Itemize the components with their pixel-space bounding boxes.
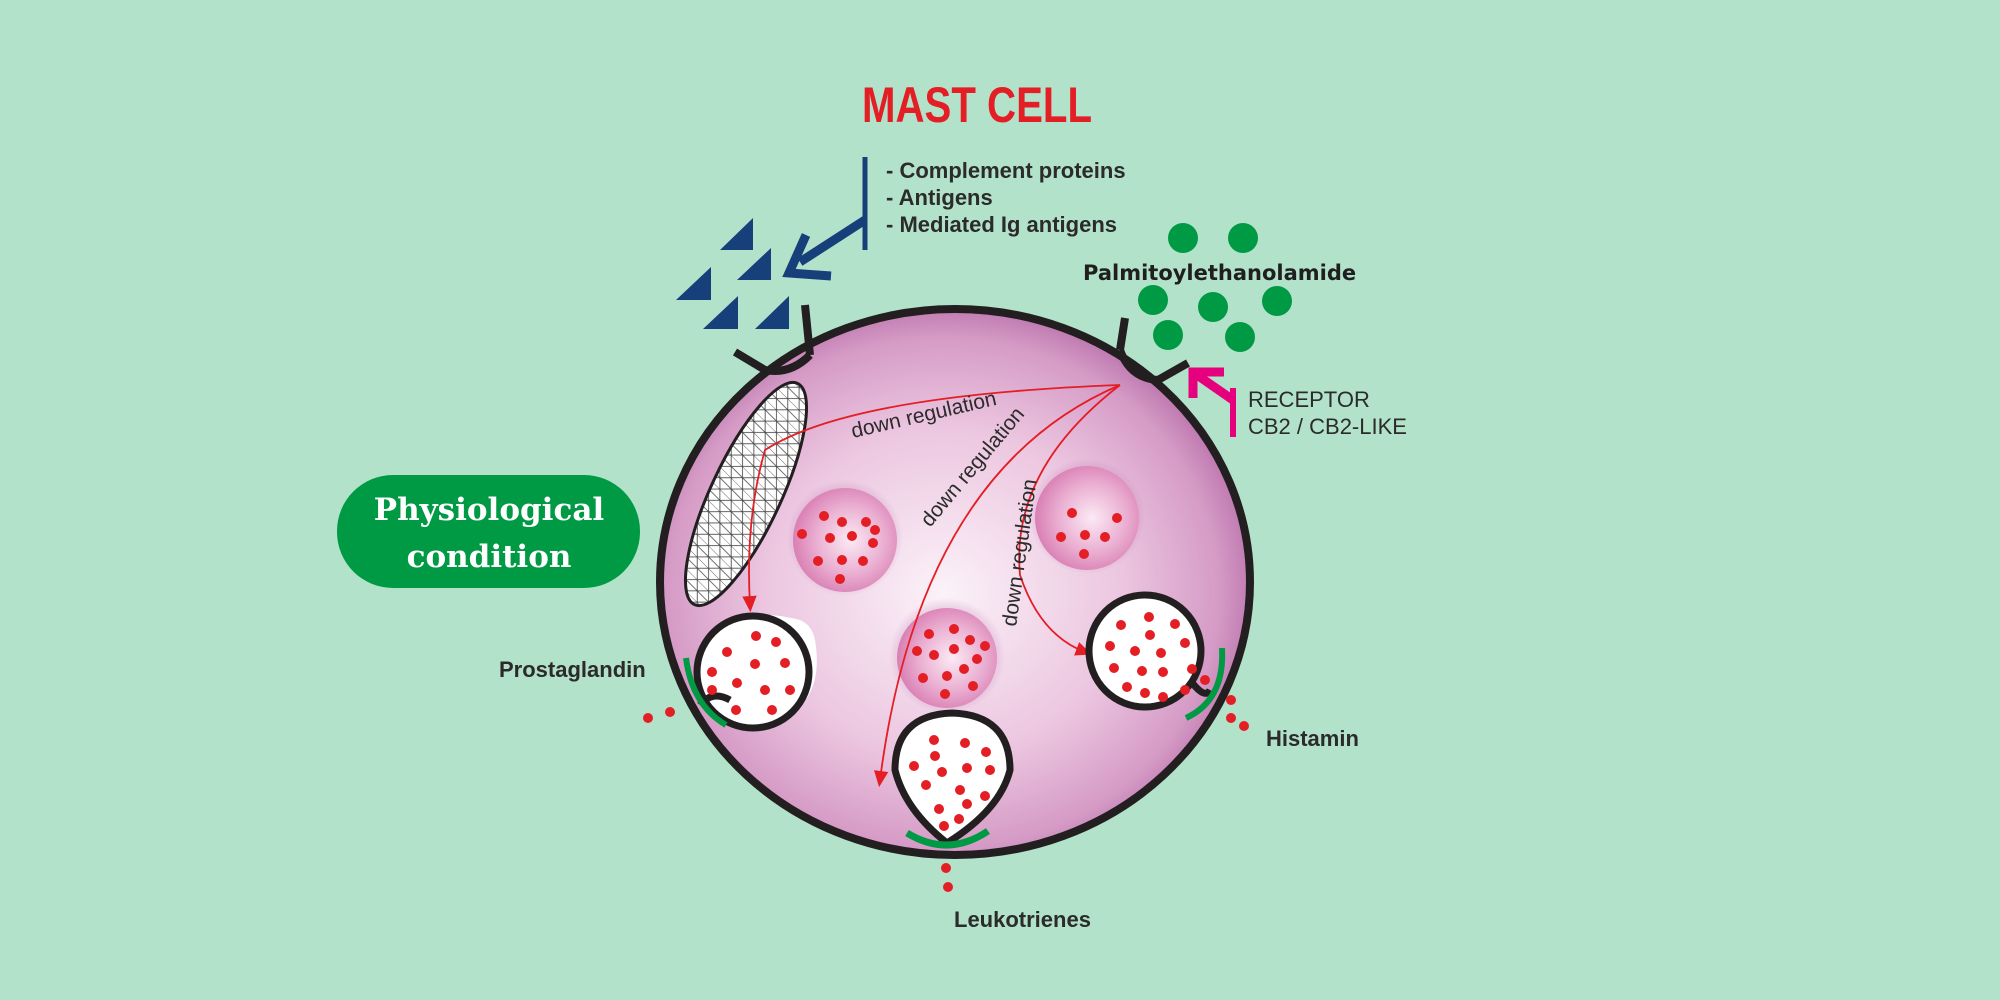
mediator-label-leukotrienes: Leukotrienes — [954, 907, 1091, 932]
receptor-left-icon — [732, 304, 814, 375]
mediator-label-prostaglandin: Prostaglandin — [499, 657, 646, 682]
mast-cell-membrane — [656, 305, 1254, 859]
vesicle-histamin — [1085, 591, 1249, 731]
vesicle-prostaglandin — [643, 612, 817, 732]
fusion-pore-icon — [683, 657, 728, 728]
diagram-title: MAST CELL — [862, 77, 1092, 133]
pea-label: Palmitoylethanolamide — [1083, 261, 1356, 285]
trigger-item: - Antigens — [886, 185, 993, 210]
down-regulation-arrows — [742, 384, 1121, 788]
granule — [889, 598, 1005, 714]
trigger-item: - Mediated Ig antigens — [886, 212, 1117, 237]
trigger-list: - Complement proteins - Antigens - Media… — [886, 158, 1126, 237]
receptor-label-line2: CB2 / CB2-LIKE — [1248, 414, 1407, 439]
fusion-pore-icon — [905, 828, 990, 849]
fusion-pore-icon — [1184, 647, 1226, 721]
receptor-cb2-icon — [1116, 317, 1190, 384]
pea-molecules-icon — [1138, 223, 1292, 352]
physiological-condition-badge: Physiological condition — [337, 475, 640, 588]
svg-text:Physiological: Physiological — [374, 492, 604, 528]
vesicle-leukotrienes — [891, 709, 1014, 892]
trigger-item: - Complement proteins — [886, 158, 1126, 183]
organelle-mesh — [683, 380, 809, 608]
svg-text:condition: condition — [407, 539, 572, 575]
granule — [1029, 458, 1145, 574]
receptor-arrow-icon — [1188, 367, 1236, 437]
antigen-triangles-icon — [676, 218, 789, 329]
granule — [787, 480, 903, 596]
trigger-arrow-icon — [782, 157, 868, 281]
receptor-label-line1: RECEPTOR — [1248, 387, 1370, 412]
mediator-label-histamin: Histamin — [1266, 726, 1359, 751]
